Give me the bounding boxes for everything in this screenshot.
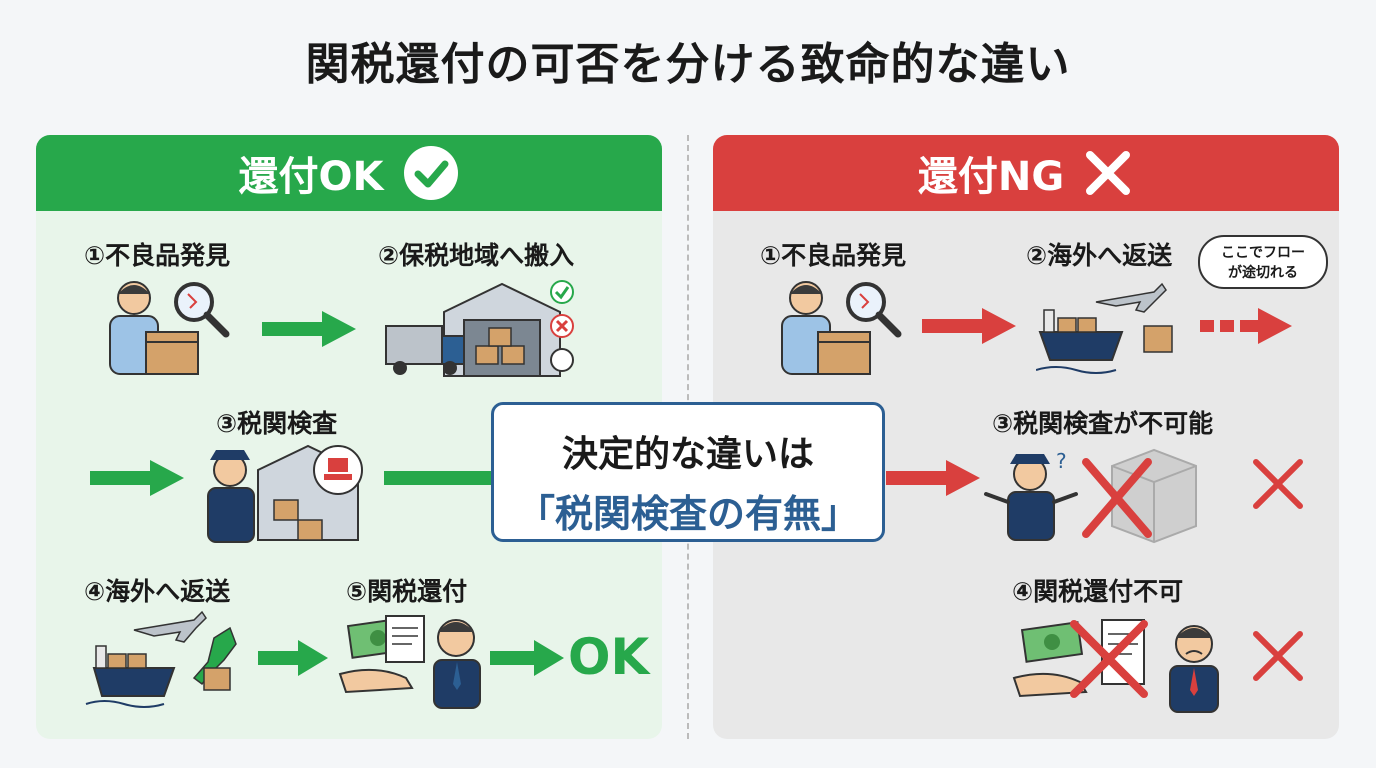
warehouse-truck-icon <box>385 280 574 377</box>
bubble-line-1: ここでフロー <box>1221 245 1305 261</box>
ship-plane-japan-icon <box>85 610 237 708</box>
refund-denied-icon <box>1012 619 1219 713</box>
arrow-right-icon <box>262 311 356 347</box>
dashed-arrow-right-icon <box>1200 308 1292 344</box>
ok-step-3-label: ③税関検査 <box>216 409 338 438</box>
ng-step-2-label: ②海外へ返送 <box>1026 241 1173 270</box>
cross-icon <box>1086 151 1131 195</box>
refund-money-icon <box>338 615 481 709</box>
arrow-right-icon <box>922 308 1016 344</box>
page-title: 関税還付の可否を分ける致命的な違い <box>305 39 1071 90</box>
flow-break-bubble: ここでフロー が途切れる <box>1198 235 1328 289</box>
ok-step-1-label: ①不良品発見 <box>84 241 231 270</box>
arrow-right-icon <box>886 460 980 496</box>
ok-step-5-label: ⑤関税還付 <box>346 577 468 606</box>
inspector-with-box-icon <box>109 281 230 375</box>
confused-officer-crossed-box-icon: ? <box>984 448 1197 544</box>
arrow-right-icon <box>490 640 564 676</box>
ok-step-4-label: ④海外へ返送 <box>84 577 231 606</box>
ok-result-label: OK <box>568 628 650 686</box>
arrow-right-icon <box>90 460 184 496</box>
cross-mark-icon <box>1253 459 1303 509</box>
customs-officer-icon <box>207 444 363 543</box>
ok-header-label: 還付OK <box>238 154 384 200</box>
arrow-right-icon <box>384 471 494 485</box>
ng-step-3-label: ③税関検査が不可能 <box>992 409 1214 438</box>
ship-plane-icon <box>1036 282 1173 374</box>
inspector-with-box-icon <box>781 281 902 375</box>
ng-step-1-label: ①不良品発見 <box>760 241 907 270</box>
check-circle-icon <box>403 146 458 200</box>
callout-line-2: 「税関検査の有無」 <box>516 492 859 536</box>
key-difference-callout: 決定的な違いは 「税関検査の有無」 <box>491 402 885 542</box>
ng-header-label: 還付NG <box>917 154 1065 200</box>
ng-step-4-label: ④関税還付不可 <box>1012 577 1184 606</box>
ok-panel-header: 還付OK <box>36 135 662 211</box>
bubble-line-2: が途切れる <box>1228 265 1298 281</box>
cross-mark-icon <box>1253 631 1303 681</box>
arrow-right-icon <box>258 640 328 676</box>
callout-line-1: 決定的な違いは <box>561 434 814 475</box>
ng-panel-header: 還付NG <box>713 135 1339 211</box>
ok-step-2-label: ②保税地域へ搬入 <box>378 241 575 270</box>
svg-text:?: ? <box>1056 449 1067 473</box>
